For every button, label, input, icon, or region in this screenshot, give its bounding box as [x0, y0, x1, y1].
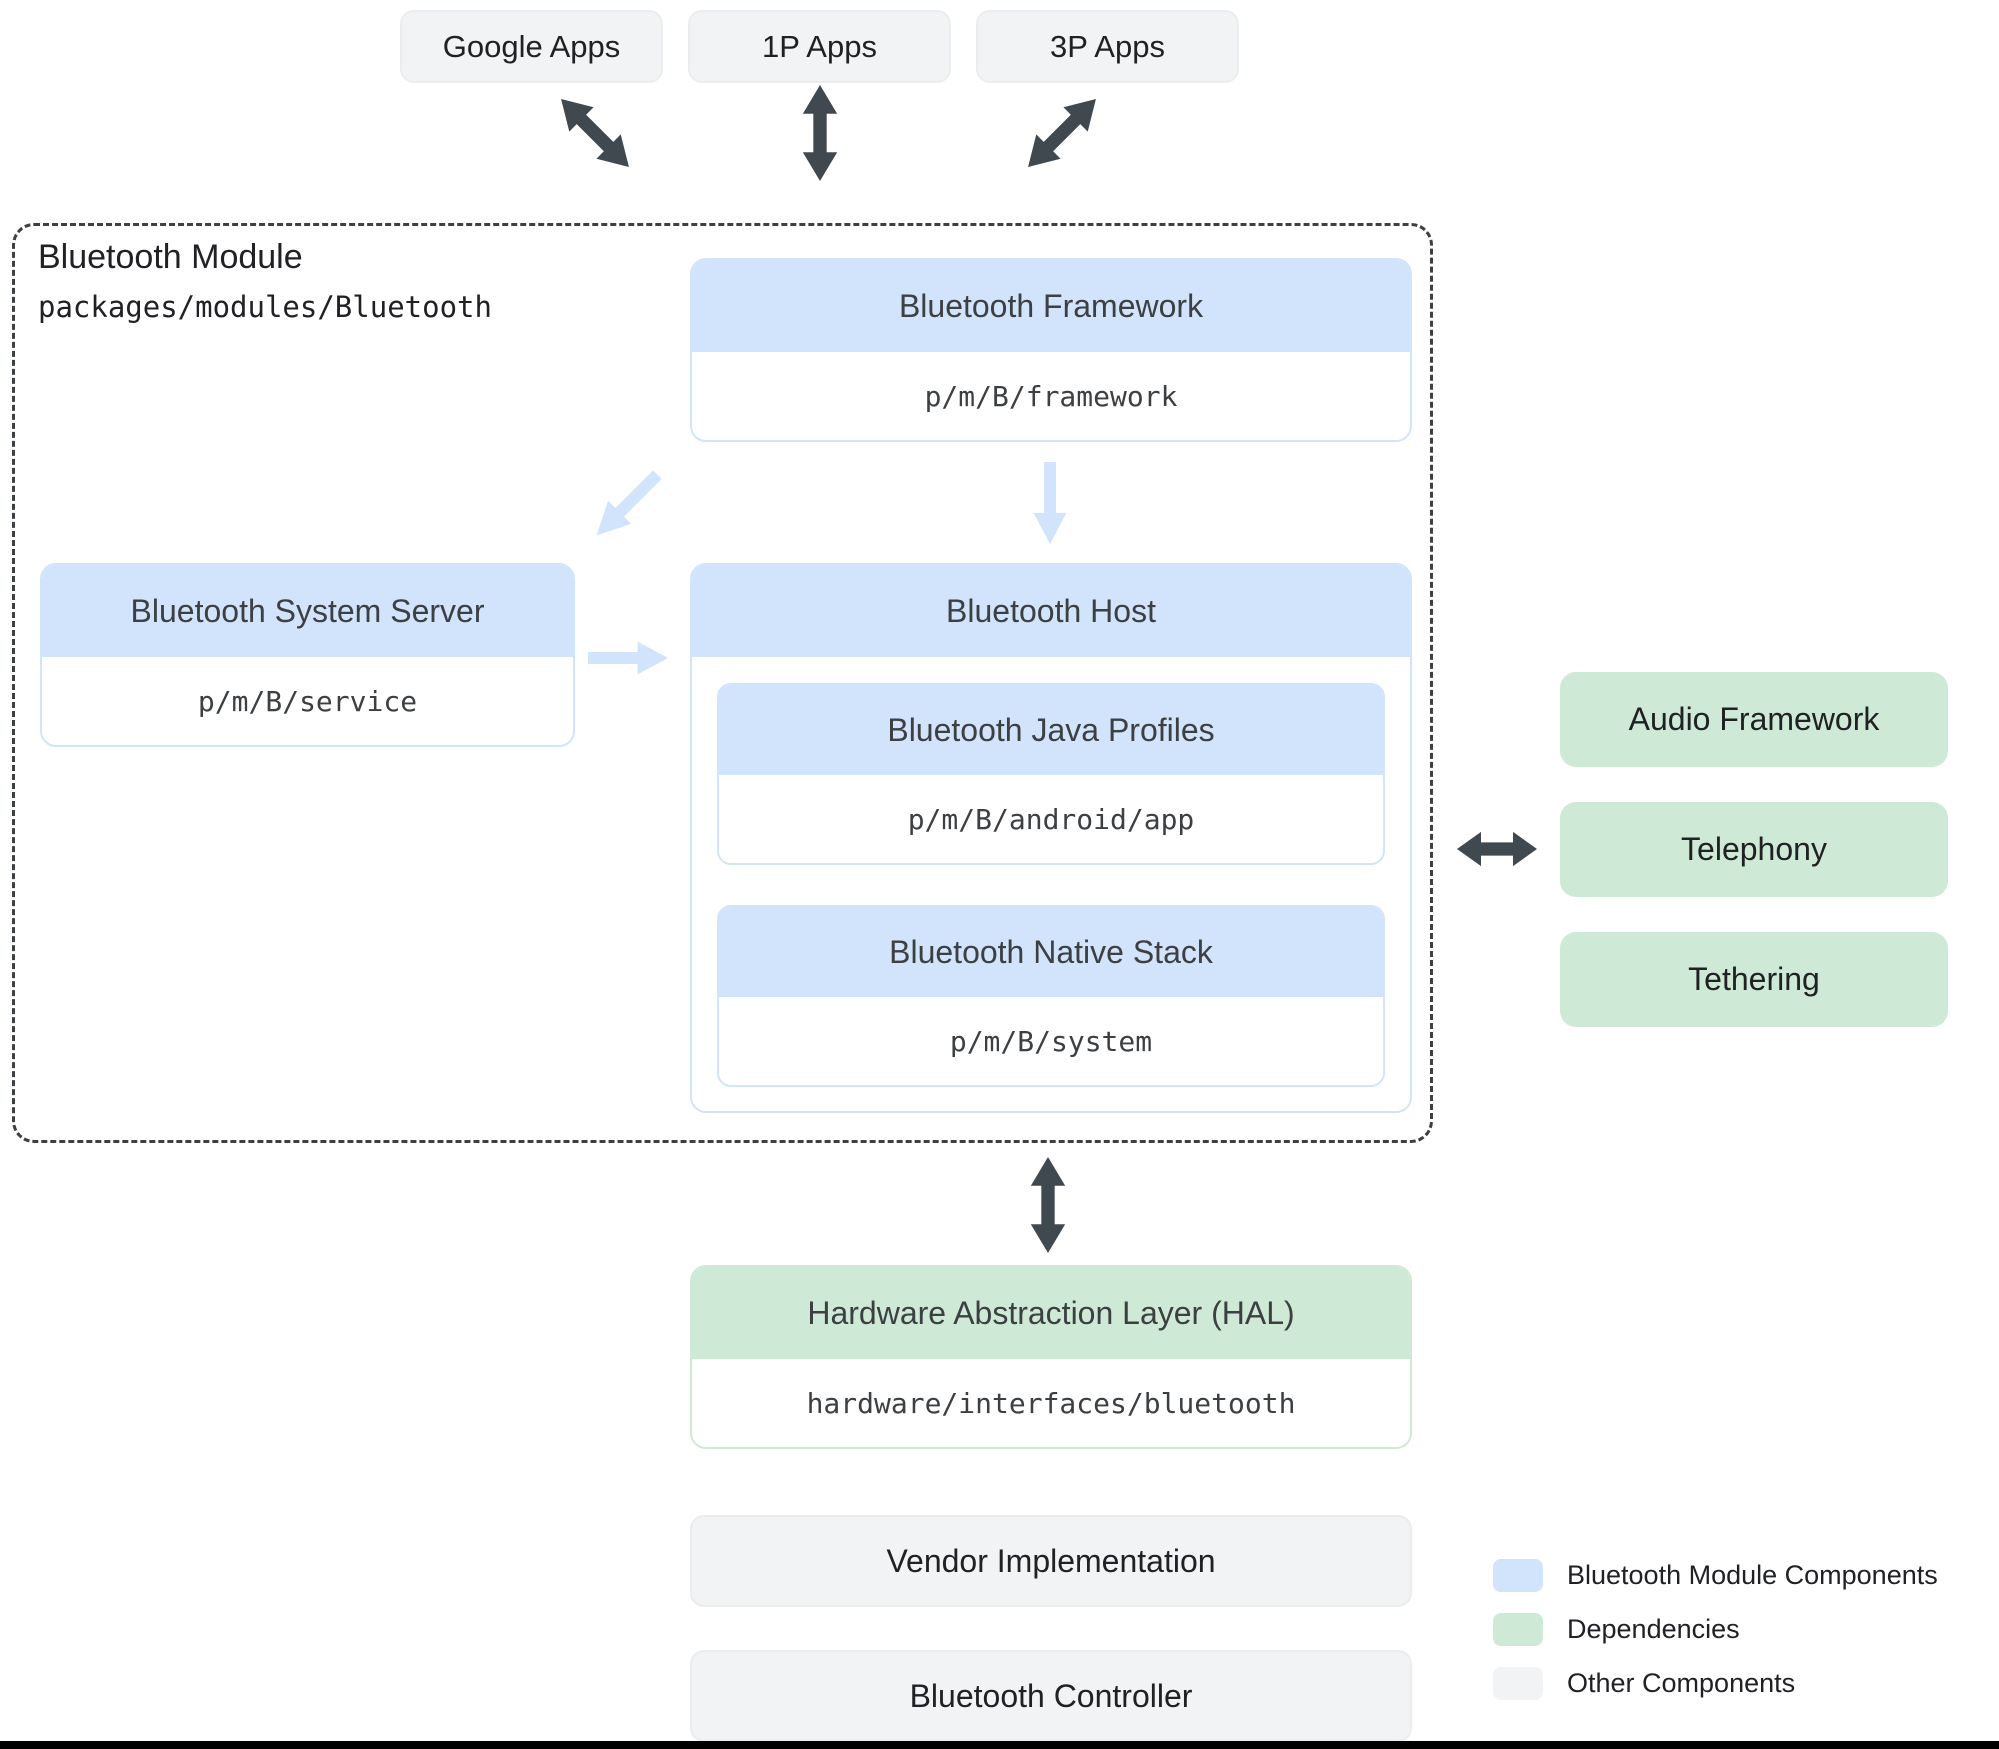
bluetooth-system-server-box: Bluetooth System Server p/m/B/service [40, 563, 575, 747]
telephony-label: Telephony [1681, 831, 1827, 867]
module-to-hal-bidirectional-arrow-icon [1027, 1157, 1069, 1253]
legend-swatch-dependencies [1493, 1613, 1543, 1646]
audio-framework-label: Audio Framework [1628, 701, 1880, 737]
telephony-box: Telephony [1560, 802, 1948, 897]
tethering-label: Tethering [1688, 961, 1820, 997]
bluetooth-module-title: Bluetooth Module [38, 238, 303, 276]
legend-label-module-components: Bluetooth Module Components [1567, 1560, 1938, 1590]
1p-apps-box: 1P Apps [688, 10, 951, 83]
bluetooth-controller-label: Bluetooth Controller [909, 1677, 1193, 1714]
audio-framework-box: Audio Framework [1560, 672, 1948, 767]
bluetooth-native-stack-title: Bluetooth Native Stack [719, 907, 1383, 997]
bluetooth-host-box: Bluetooth Host Bluetooth Java Profiles p… [690, 563, 1412, 1113]
bluetooth-java-profiles-path: p/m/B/android/app [719, 775, 1383, 863]
3p-apps-label: 3P Apps [1050, 28, 1165, 64]
legend-swatch-other-components [1493, 1667, 1543, 1700]
bluetooth-host-body: Bluetooth Java Profiles p/m/B/android/ap… [692, 657, 1410, 1111]
bluetooth-native-stack-path: p/m/B/system [719, 997, 1383, 1085]
google-apps-box: Google Apps [400, 10, 663, 83]
hal-path: hardware/interfaces/bluetooth [692, 1359, 1410, 1447]
hal-title: Hardware Abstraction Layer (HAL) [692, 1267, 1410, 1359]
bluetooth-system-server-title: Bluetooth System Server [42, 565, 573, 657]
legend-label-other-components: Other Components [1567, 1668, 1796, 1698]
bluetooth-controller-box: Bluetooth Controller [690, 1650, 1412, 1742]
hal-box: Hardware Abstraction Layer (HAL) hardwar… [690, 1265, 1412, 1449]
bluetooth-module-container [12, 223, 1433, 1143]
tethering-box: Tethering [1560, 932, 1948, 1027]
framework-to-system-server-arrow-icon [583, 461, 671, 549]
bottom-border-bar [0, 1741, 1999, 1749]
framework-to-host-arrow-icon [1031, 462, 1069, 544]
system-server-to-host-arrow-icon [588, 639, 668, 677]
legend-row-other-components: Other Components [1493, 1667, 1795, 1700]
vendor-implementation-box: Vendor Implementation [690, 1515, 1412, 1607]
bluetooth-framework-box: Bluetooth Framework p/m/B/framework [690, 258, 1412, 442]
module-to-dependencies-bidirectional-arrow-icon [1457, 828, 1537, 870]
legend-label-dependencies: Dependencies [1567, 1614, 1740, 1644]
bluetooth-java-profiles-box: Bluetooth Java Profiles p/m/B/android/ap… [717, 683, 1385, 865]
google-apps-bidirectional-arrow-icon [546, 84, 644, 182]
3p-apps-box: 3P Apps [976, 10, 1239, 83]
bluetooth-native-stack-box: Bluetooth Native Stack p/m/B/system [717, 905, 1385, 1087]
bluetooth-framework-title: Bluetooth Framework [692, 260, 1410, 352]
vendor-implementation-label: Vendor Implementation [886, 1542, 1216, 1579]
legend-row-dependencies: Dependencies [1493, 1613, 1740, 1646]
bluetooth-module-path: packages/modules/Bluetooth [38, 290, 492, 324]
google-apps-label: Google Apps [442, 28, 621, 64]
bluetooth-framework-path: p/m/B/framework [692, 352, 1410, 440]
bluetooth-system-server-path: p/m/B/service [42, 657, 573, 745]
bluetooth-host-title: Bluetooth Host [692, 565, 1410, 657]
1p-apps-label: 1P Apps [762, 28, 877, 64]
bluetooth-java-profiles-title: Bluetooth Java Profiles [719, 685, 1383, 775]
legend-row-module-components: Bluetooth Module Components [1493, 1559, 1938, 1592]
1p-apps-bidirectional-arrow-icon [799, 85, 841, 181]
3p-apps-bidirectional-arrow-icon [1013, 84, 1111, 182]
legend-swatch-module-components [1493, 1559, 1543, 1592]
